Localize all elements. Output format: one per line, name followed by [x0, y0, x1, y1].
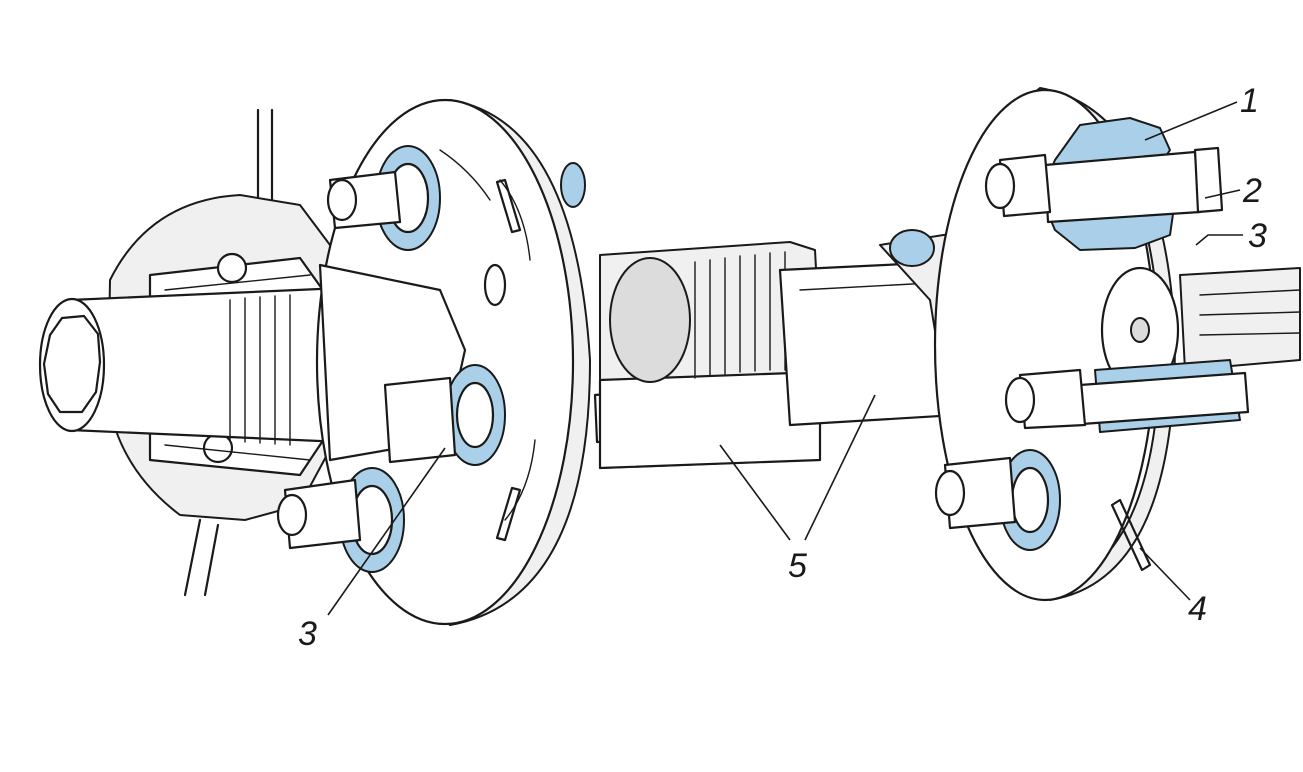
leader-5b: [804, 394, 876, 541]
right-lower-bolts: [934, 359, 1250, 551]
leader-2: [1204, 189, 1241, 199]
leader-5a: [719, 444, 791, 541]
leader-4: [1139, 547, 1191, 601]
callout-3-right: 3: [1248, 217, 1267, 255]
leader-3-right: [1195, 234, 1243, 246]
callout-1: 1: [1240, 82, 1259, 120]
callout-labels: 1 2 3 3 5 4: [298, 82, 1267, 653]
callout-5: 5: [788, 547, 807, 585]
right-top-bolt: [984, 117, 1224, 251]
left-bolts: [276, 145, 634, 573]
leader-lines: [327, 101, 1243, 616]
callout-3-left: 3: [298, 615, 317, 653]
callout-2: 2: [1242, 172, 1262, 210]
leader-1: [1144, 101, 1238, 141]
callout-4: 4: [1188, 590, 1207, 628]
leader-3-left: [327, 447, 446, 616]
splined-sleeve: [598, 241, 823, 470]
